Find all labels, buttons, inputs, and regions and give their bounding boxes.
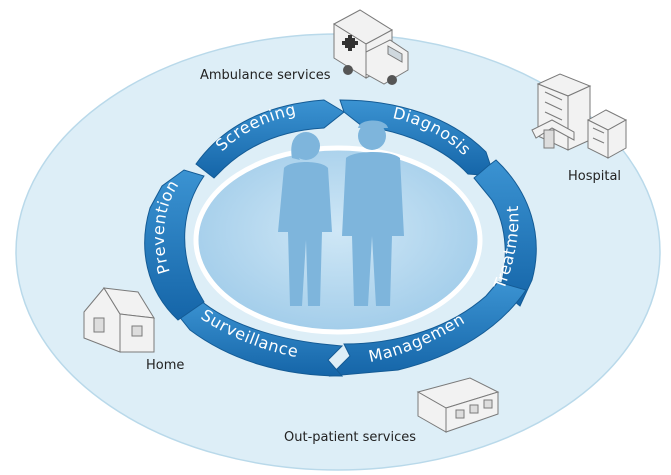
house-icon <box>83 287 155 353</box>
ambulance-icon <box>333 9 409 85</box>
label-ambulance-services: Ambulance services <box>200 68 331 83</box>
label-hospital: Hospital <box>568 169 621 184</box>
inner-care-ellipse <box>193 145 483 335</box>
hospital-building-icon <box>531 73 628 159</box>
arrow-management <box>328 281 527 377</box>
cycle-ring <box>144 99 537 377</box>
label-out-patient-services: Out-patient services <box>284 430 416 445</box>
arrow-treatment <box>473 159 537 307</box>
clinic-building-icon <box>416 377 500 433</box>
patient-silhouette-icon <box>342 120 404 306</box>
arrow-prevention <box>144 169 205 321</box>
label-home: Home <box>146 358 184 373</box>
doctor-and-patient-silhouette-icon <box>278 120 404 306</box>
doctor-silhouette-icon <box>278 132 332 306</box>
